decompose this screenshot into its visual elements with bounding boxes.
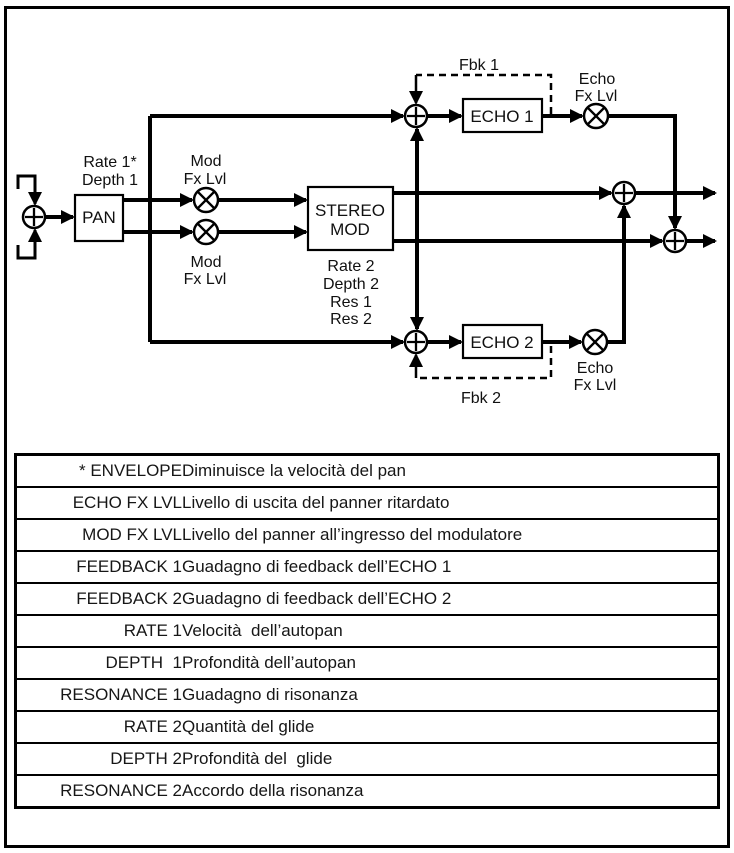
signal-lines	[45, 109, 717, 349]
echo-fx-lvl-bottom-label-line2: Fx Lvl	[574, 377, 617, 394]
table-row: RESONANCE 2 Accordo della risonanza	[15, 774, 719, 808]
feedback-lines	[409, 73, 553, 380]
pan-block-label: PAN	[82, 208, 116, 227]
sum-nodes	[21, 103, 688, 355]
term-cell: DEPTH 2	[15, 742, 182, 775]
multiply-nodes	[192, 102, 610, 356]
output-bottom-sum-node-icon	[662, 228, 688, 254]
term-cell: ECHO FX LVL	[15, 486, 182, 519]
table-row: ECHO FX LVL Livello di uscita del panner…	[15, 486, 719, 519]
description-cell: Diminuisce la velocità del pan	[182, 461, 406, 480]
mod-fx-lvl-top-label-line1: Mod	[190, 153, 221, 170]
description-cell: Profondità del glide	[182, 742, 719, 775]
description-cell: Guadagno di feedback dell’ECHO 1	[182, 550, 719, 583]
term-cell: RESONANCE 2	[15, 774, 182, 808]
description-cell: Livello di uscita del panner ritardato	[182, 486, 719, 519]
table-row: RATE 1 Velocità dell’autopan	[15, 614, 719, 647]
echo-fx-lvl-top-label-line2: Fx Lvl	[575, 88, 618, 105]
mod-fx-lvl-bottom-label-line2: Fx Lvl	[184, 271, 227, 288]
rate1-label: Rate 1*	[83, 154, 136, 171]
term-cell: * ENVELOPE	[79, 461, 182, 480]
table-row: FEEDBACK 1 Guadagno di feedback dell’ECH…	[15, 550, 719, 583]
description-cell: Quantità del glide	[182, 710, 719, 743]
feedback2-dashed-line	[416, 346, 553, 380]
term-cell: FEEDBACK 1	[15, 550, 182, 583]
echo1-level-out-line	[608, 114, 682, 230]
echo2-level-out-line	[607, 204, 631, 344]
term-cell: FEEDBACK 2	[15, 582, 182, 615]
fbk1-label: Fbk 1	[459, 57, 499, 74]
input-line-top	[16, 174, 42, 206]
mod-level-top-multiply-node-icon	[192, 186, 220, 214]
echo2-block-label: ECHO 2	[470, 333, 533, 352]
legend-table: * ENVELOPE Diminuisce la velocità del pa…	[14, 453, 720, 809]
input-lines	[16, 174, 42, 260]
description-cell: Profondità dell’autopan	[182, 646, 719, 679]
echo1-block-label: ECHO 1	[470, 107, 533, 126]
mod-fx-lvl-top-label-line2: Fx Lvl	[184, 171, 227, 188]
description-cell: Guadagno di feedback dell’ECHO 2	[182, 582, 719, 615]
term-cell: RATE 2	[15, 710, 182, 743]
res1-label: Res 1	[330, 294, 372, 311]
table-row: FEEDBACK 2 Guadagno di feedback dell’ECH…	[15, 582, 719, 615]
echo-fx-lvl-bottom-label-line1: Echo	[577, 360, 614, 377]
mod-level-bottom-multiply-node-icon	[192, 218, 220, 246]
echo1-block	[461, 97, 544, 134]
term-cell: DEPTH 1	[15, 646, 182, 679]
table-row: DEPTH 2 Profondità del glide	[15, 742, 719, 775]
signal-flow-diagram: PAN STEREO MOD ECHO 1 ECHO 2 Rate 1* Dep…	[16, 57, 717, 407]
echo1-input-sum-node-icon	[403, 103, 429, 129]
fbk2-label: Fbk 2	[461, 390, 501, 407]
feedback1-dashed-line	[416, 73, 553, 114]
stereo-mod-label-line2: MOD	[330, 220, 370, 239]
stereo-mod-label-line1: STEREO	[315, 201, 385, 220]
depth1-label: Depth 1	[82, 172, 138, 189]
input-sum-node-icon	[21, 204, 47, 230]
pan-block	[73, 193, 125, 243]
term-cell: MOD FX LVL	[15, 518, 182, 551]
output-top-sum-node-icon	[611, 180, 637, 206]
echo-fx-lvl-top-label-line1: Echo	[579, 71, 616, 88]
depth2-label: Depth 2	[323, 276, 379, 293]
table-row: * ENVELOPE Diminuisce la velocità del pa…	[16, 455, 719, 488]
table-row: DEPTH 1 Profondità dell’autopan	[15, 646, 719, 679]
table-row: RATE 2 Quantità del glide	[15, 710, 719, 743]
echo2-level-multiply-node-icon	[581, 328, 609, 356]
mod-fx-lvl-bottom-label-line1: Mod	[190, 254, 221, 271]
description-cell: Guadagno di risonanza	[182, 678, 719, 711]
term-cell: RESONANCE 1	[15, 678, 182, 711]
res2-label: Res 2	[330, 311, 372, 328]
rate2-label: Rate 2	[327, 258, 374, 275]
description-cell: Livello del panner all’ingresso del modu…	[182, 518, 719, 551]
echo2-input-sum-node-icon	[403, 329, 429, 355]
input-line-bottom	[16, 228, 42, 260]
echo1-level-multiply-node-icon	[582, 102, 610, 130]
stereo-mod-block	[306, 185, 395, 252]
echo2-block	[461, 323, 544, 360]
table-row: MOD FX LVL Livello del panner all’ingres…	[15, 518, 719, 551]
description-cell: Velocità dell’autopan	[182, 614, 719, 647]
table-row: RESONANCE 1 Guadagno di risonanza	[15, 678, 719, 711]
description-cell: Accordo della risonanza	[182, 774, 719, 808]
blocks	[73, 97, 544, 360]
term-cell: RATE 1	[15, 614, 182, 647]
